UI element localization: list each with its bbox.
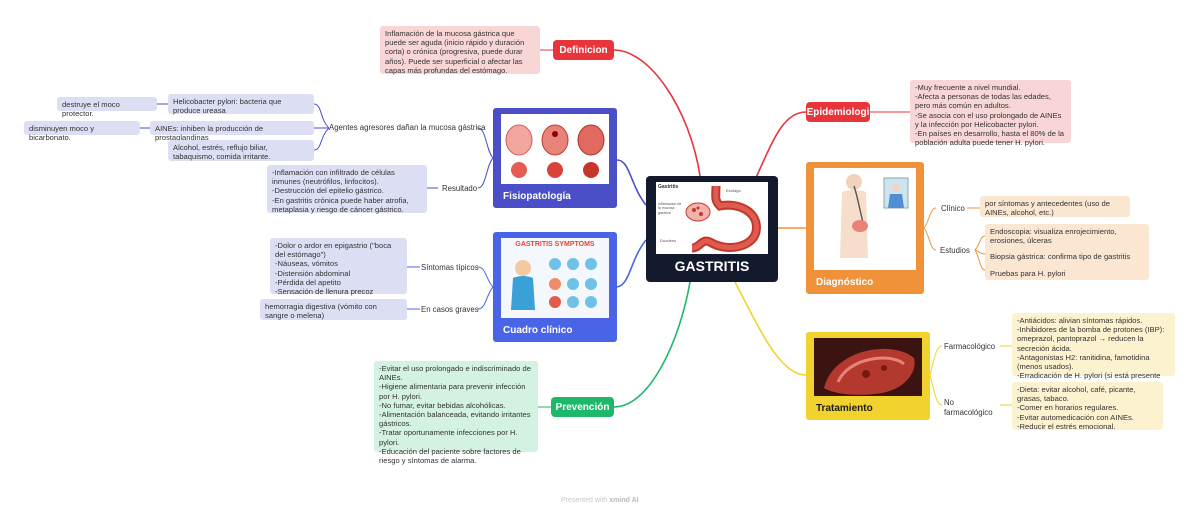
image-label-inflamacion: Inflamación de la mucosa gástrica xyxy=(658,202,682,215)
sintomas-tipicos-text: -Dolor o ardor en epigastrio ("boca del … xyxy=(270,238,407,294)
image-label-duodeno: Duodeno xyxy=(660,238,676,243)
estudio-biopsia: Biopsia gástrica: confirma tipo de gastr… xyxy=(990,252,1144,261)
image-label-gastritis: Gastritis xyxy=(658,184,678,190)
estudio-h-pylori: Pruebas para H. pylori xyxy=(990,269,1144,278)
clinico-label[interactable]: Clínico xyxy=(941,204,965,213)
footer-prefix: Presented with xyxy=(561,497,607,504)
central-title: GASTRITIS xyxy=(646,258,778,274)
agente-aines: AINEs: inhiben la producción de prostagl… xyxy=(150,121,314,135)
stomach-interior-image xyxy=(814,338,922,396)
topic-tratamiento[interactable]: Tratamiento xyxy=(806,332,930,420)
clinico-text: por síntomas y antecedentes (uso de AINE… xyxy=(980,196,1130,217)
prevencion-text: -Evitar el uso prolongado e indiscrimina… xyxy=(374,361,538,452)
endoscopy-image xyxy=(814,168,916,270)
image-label-esofago: Esófago xyxy=(726,188,741,193)
footer-watermark: Presented with xmind AI xyxy=(561,497,639,504)
estudios-label[interactable]: Estudios xyxy=(940,246,970,255)
estudio-endoscopia: Endoscopia: visualiza enrojecimiento, er… xyxy=(990,227,1144,245)
aines-detail: disminuyen moco y bicarbonato. xyxy=(24,121,140,135)
farmacologico-label[interactable]: Farmacológico xyxy=(944,342,995,351)
topic-prevencion[interactable]: Prevención xyxy=(551,397,614,417)
definicion-text: Inflamación de la mucosa gástrica que pu… xyxy=(380,26,540,74)
resultado-text: -Inflamación con infiltrado de células i… xyxy=(267,165,427,213)
cuadro-clinico-title: Cuadro clínico xyxy=(503,325,572,336)
fisiopatologia-title: Fisiopatología xyxy=(503,191,571,202)
tratamiento-title: Tratamiento xyxy=(816,403,873,414)
resultado-label[interactable]: Resultado xyxy=(442,184,477,193)
stomach-illustration: Gastritis Esófago Inflamación de la muco… xyxy=(656,182,768,254)
farmacologico-text: -Antiácidos: alivian síntomas rápidos. -… xyxy=(1012,313,1175,376)
h-pylori-detail: destruye el moco protector. xyxy=(57,97,157,111)
agente-h-pylori: Helicobacter pylori: bacteria que produc… xyxy=(168,94,314,114)
casos-graves-text: hemorragia digestiva (vómito con sangre … xyxy=(260,299,407,320)
stomach-stages-image xyxy=(501,114,609,184)
topic-diagnostico[interactable]: Diagnóstico xyxy=(806,162,924,294)
estudios-list: Endoscopia: visualiza enrojecimiento, er… xyxy=(985,224,1149,280)
topic-definicion[interactable]: Definicion xyxy=(553,40,614,60)
diagnostico-title: Diagnóstico xyxy=(816,277,873,288)
topic-epidemiologia[interactable]: Epidemiologi xyxy=(806,102,870,122)
footer-brand: xmind AI xyxy=(609,497,638,504)
central-topic[interactable]: Gastritis Esófago Inflamación de la muco… xyxy=(646,176,778,282)
symptoms-image: GASTRITIS SYMPTOMS xyxy=(501,238,609,318)
no-farmacologico-text: -Dieta: evitar alcohol, café, picante, g… xyxy=(1012,382,1163,430)
sintomas-tipicos-label[interactable]: Síntomas típicos xyxy=(421,263,479,272)
agente-otros: Alcohol, estrés, reflujo biliar, tabaqui… xyxy=(168,140,314,161)
casos-graves-label[interactable]: En casos graves xyxy=(421,305,479,314)
topic-cuadro-clinico[interactable]: GASTRITIS SYMPTOMS Cuadro clínico xyxy=(493,232,617,342)
agentes-agresores-label[interactable]: Agentes agresores dañan la mucosa gástri… xyxy=(329,123,485,132)
epidemiologia-text: -Muy frecuente a nivel mundial. -Afecta … xyxy=(910,80,1071,143)
no-farmacologico-label[interactable]: No farmacológico xyxy=(944,398,994,417)
topic-fisiopatologia[interactable]: Fisiopatología xyxy=(493,108,617,208)
